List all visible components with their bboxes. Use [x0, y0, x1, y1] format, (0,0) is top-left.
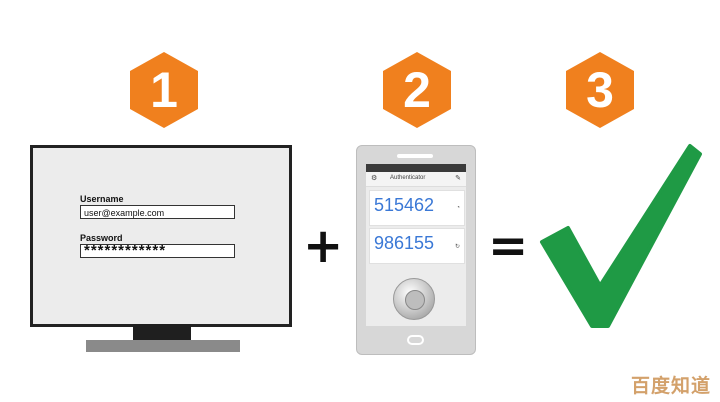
code-card-1[interactable]: 515462 ◔	[369, 190, 465, 226]
step-2-badge: 2	[383, 52, 451, 128]
phone-screen: ⚙ Authenticator ✎ 515462 ◔ 986155 ↻	[366, 164, 466, 326]
code-value-2: 986155	[374, 233, 435, 253]
plus-sign: +	[303, 218, 344, 274]
checkmark-icon	[540, 144, 702, 328]
password-field[interactable]: ************	[80, 244, 235, 258]
monitor-screen: Username user@example.com Password *****…	[30, 145, 292, 327]
watermark: 百度知道	[631, 376, 712, 397]
step-3-number: 3	[586, 62, 614, 118]
phone: ⚙ Authenticator ✎ 515462 ◔ 986155 ↻	[356, 145, 476, 355]
code-value-1: 515462	[374, 195, 435, 215]
status-bar	[366, 164, 466, 172]
monitor-stand-neck	[133, 324, 191, 340]
password-label: Password	[80, 233, 123, 243]
app-title: Authenticator	[390, 175, 426, 181]
step-2-number: 2	[403, 62, 431, 118]
equals-sign: =	[488, 218, 529, 274]
gear-icon[interactable]: ⚙	[371, 175, 378, 182]
phone-speaker	[397, 154, 433, 158]
monitor-stand-base	[86, 340, 240, 352]
refresh-icon: ↻	[454, 244, 460, 250]
username-label: Username	[80, 194, 124, 204]
code-card-2[interactable]: 986155 ↻	[369, 228, 465, 264]
step-3-badge: 3	[566, 52, 634, 128]
step-1-number: 1	[150, 62, 178, 118]
username-field[interactable]: user@example.com	[80, 205, 235, 219]
timer-icon: ◔	[456, 205, 460, 211]
phone-home-button[interactable]	[407, 335, 424, 345]
step-1-badge: 1	[130, 52, 198, 128]
app-bar: ⚙ Authenticator ✎	[366, 172, 466, 187]
pencil-icon[interactable]: ✎	[455, 175, 461, 182]
app-logo-icon	[393, 278, 435, 320]
